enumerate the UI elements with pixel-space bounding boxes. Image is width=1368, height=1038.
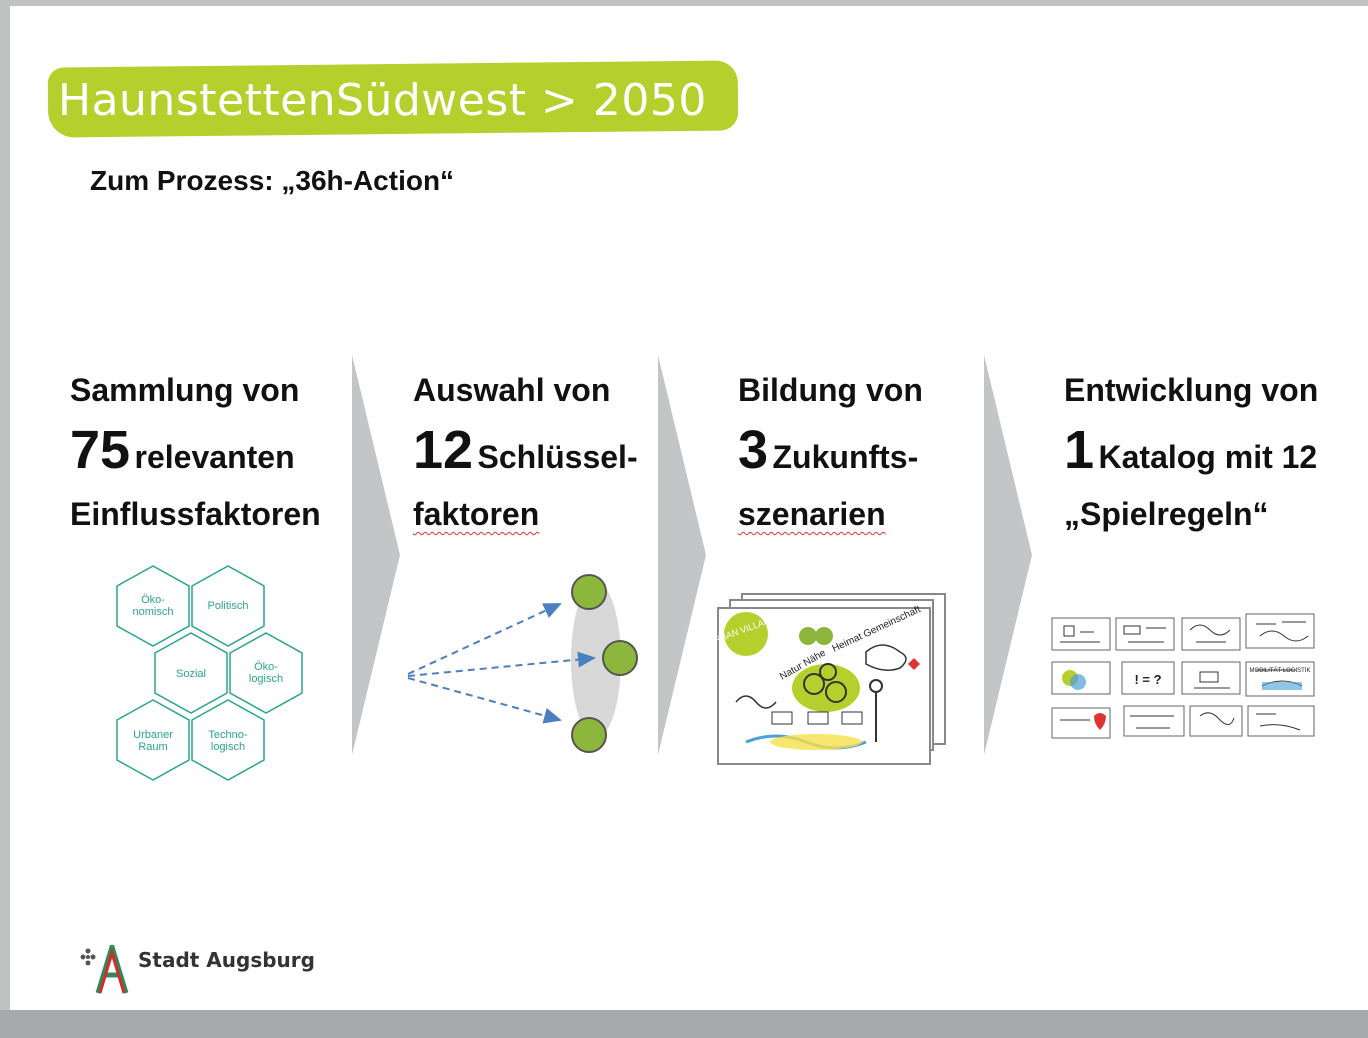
hexagon-sozial (154, 632, 228, 714)
step-3: Bildung von 3 Zukunfts- szenarien (738, 370, 923, 536)
hexagon-technologisch (191, 699, 265, 781)
page-title: HaunstettenSüdwest > 2050 (58, 75, 707, 126)
catalog-thumbnails: ! = ? MOBILITÄT LOGISTIK (1051, 613, 1315, 739)
step-2-word: Schlüssel- (477, 439, 638, 475)
hexagon-label-6a: Techno- (208, 729, 247, 741)
stadt-augsburg-logo (80, 945, 129, 994)
hexagon-urbaner-raum (116, 699, 190, 781)
hexagon-label-1b: nomisch (133, 606, 174, 618)
step-1-word: relevanten (134, 439, 295, 475)
step-3-line3: szenarien (738, 496, 886, 532)
arrow-up (407, 603, 562, 675)
step-4-word: Katalog mit 12 (1098, 439, 1318, 475)
step-1-number: 75 (70, 420, 131, 480)
node-2 (602, 640, 638, 676)
left-frame (0, 0, 10, 1038)
selection-diagram (407, 574, 638, 753)
step-3-number: 3 (738, 420, 769, 480)
step-2-line3: faktoren (413, 496, 540, 532)
node-1 (571, 574, 607, 610)
step-1-line3: Einflussfaktoren (70, 496, 321, 532)
hexagon-label-6b: logisch (211, 741, 245, 753)
node-3 (571, 717, 607, 753)
hexagon-label-1a: Öko- (141, 594, 165, 606)
catalog-label-1: ! = ? (1134, 672, 1161, 687)
step-4-heading: Entwicklung von (1064, 372, 1319, 408)
step-1: Sammlung von 75 relevanten Einflussfakto… (70, 370, 321, 536)
step-4-number: 1 (1064, 420, 1095, 480)
hexagon-oekonomisch (116, 565, 190, 647)
hexagon-oekologisch (229, 632, 303, 714)
step-3-heading: Bildung von (738, 372, 923, 408)
step-chevron-2 (658, 355, 706, 755)
scenario-cards: URBAN VILLAGES Heimat Gemeinschaft Natur… (716, 593, 946, 765)
hexagon-label-5a: Urbaner (133, 729, 173, 741)
bottom-frame (0, 1010, 1368, 1038)
step-chevron-1 (352, 355, 400, 755)
hexagon-label-3: Sozial (176, 668, 206, 680)
step-3-word: Zukunfts- (772, 439, 919, 475)
step-2-heading: Auswahl von (413, 372, 611, 408)
arrow-down (407, 677, 562, 724)
hexagon-diagram: Öko- nomisch Politisch Sozial Öko- logis… (116, 565, 303, 781)
catalog-label-2: MOBILITÄT LOGISTIK (1250, 667, 1311, 674)
logo-text: Stadt Augsburg (138, 948, 315, 972)
hexagon-label-5b: Raum (138, 741, 167, 753)
hexagon-label-4a: Öko- (254, 661, 278, 673)
selection-ellipse (571, 582, 621, 738)
step-4-line3: „Spielregeln“ (1064, 496, 1269, 532)
hexagon-politisch (191, 565, 265, 647)
step-4: Entwicklung von 1 Katalog mit 12 „Spielr… (1064, 370, 1318, 536)
step-2-number: 12 (413, 420, 474, 480)
step-chevron-3 (984, 355, 1032, 755)
hexagon-label-2: Politisch (208, 600, 249, 612)
hexagon-label-4b: logisch (249, 673, 283, 685)
step-1-heading: Sammlung von (70, 372, 300, 408)
subtitle: Zum Prozess: „36h-Action“ (90, 165, 455, 196)
step-2: Auswahl von 12 Schlüssel- faktoren (413, 370, 638, 536)
